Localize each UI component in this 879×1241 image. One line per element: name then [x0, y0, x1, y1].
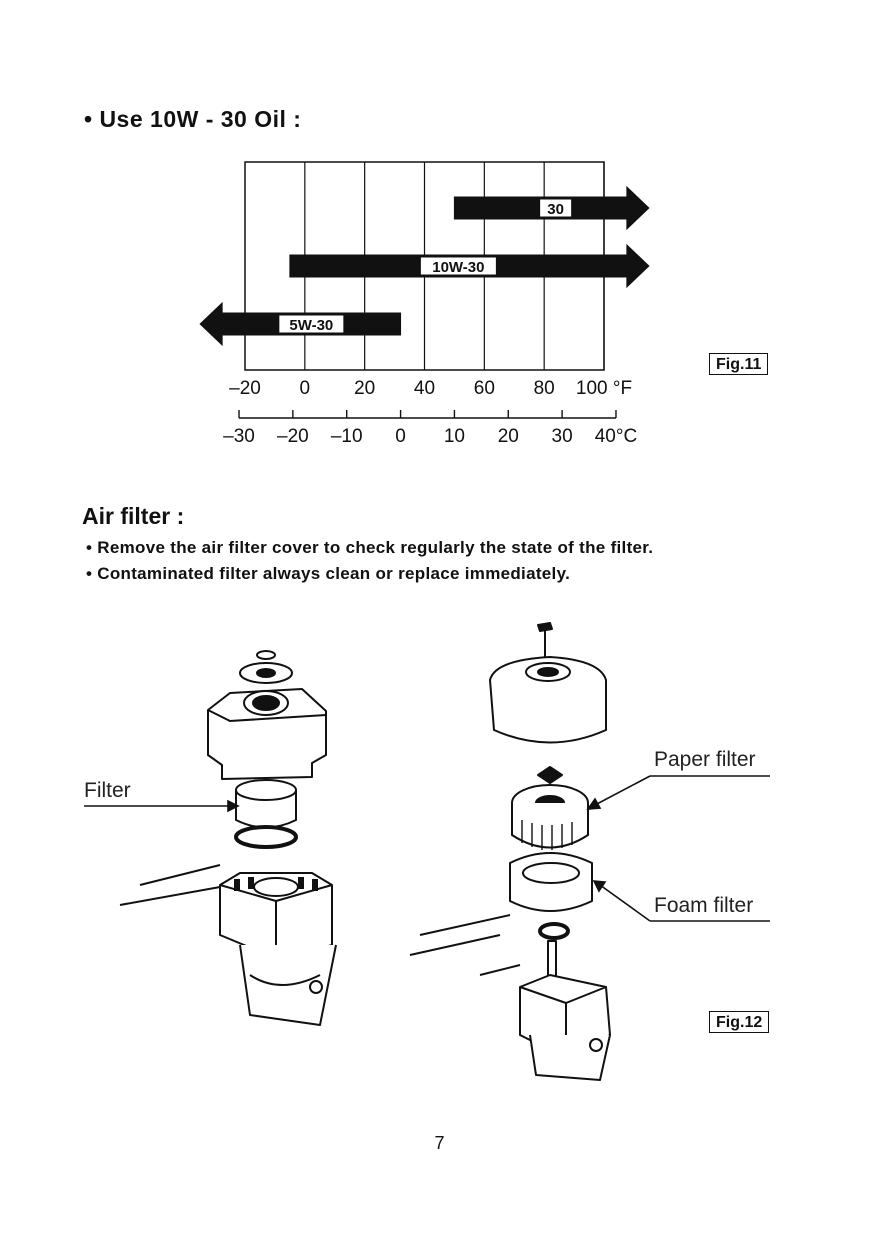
f-tick-label: 60: [474, 378, 495, 399]
oil-viscosity-chart: –20 0 20 40 60 80 100 °F –30 –20 –10 0 10 20 30 40°C 30…: [199, 161, 650, 447]
c-tick-label: –20: [277, 426, 309, 447]
fig11-label: Fig.11: [709, 353, 769, 375]
c-tick-label: –10: [331, 426, 363, 447]
viscosity-label: 10W-30: [432, 259, 484, 276]
c-tick-label: 10: [444, 426, 465, 447]
page-number: 7: [434, 1133, 445, 1153]
c-tick-label: 0: [395, 426, 406, 447]
air-filter-heading: Air filter :: [82, 503, 185, 529]
callout-paper-filter: Paper filter: [654, 748, 756, 771]
c-tick-label: 30: [552, 426, 573, 447]
f-tick-label: 80: [534, 378, 555, 399]
f-tick-label: 0: [300, 378, 311, 399]
bullet-remove-cover: • Remove the air filter cover to check r…: [86, 538, 654, 557]
viscosity-label-box: [539, 198, 573, 218]
air-filter-illustration: [84, 622, 770, 1081]
fig12-label: Fig.12: [709, 1011, 770, 1033]
callout-filter: Filter: [84, 779, 131, 802]
right-assembly-drawing: [409, 622, 611, 1081]
viscosity-label: 5W-30: [289, 317, 333, 334]
oil-heading: • Use 10W - 30 Oil :: [84, 106, 302, 132]
c-tick-label: 40°C: [595, 426, 637, 447]
c-tick-label: –30: [223, 426, 255, 447]
viscosity-label-box: [278, 314, 345, 334]
callout-foam-filter: Foam filter: [654, 894, 754, 917]
c-tick-label: 20: [498, 426, 519, 447]
viscosity-label-box: [419, 256, 497, 276]
bullet-clean-replace: • Contaminated filter always clean or re…: [86, 564, 571, 583]
f-tick-label: 20: [354, 378, 375, 399]
f-tick-label: –20: [229, 378, 261, 399]
f-tick-label: 40: [414, 378, 435, 399]
viscosity-label: 30: [547, 201, 564, 218]
f-tick-label: 100 °F: [576, 378, 632, 399]
left-assembly-drawing: [119, 650, 337, 1026]
